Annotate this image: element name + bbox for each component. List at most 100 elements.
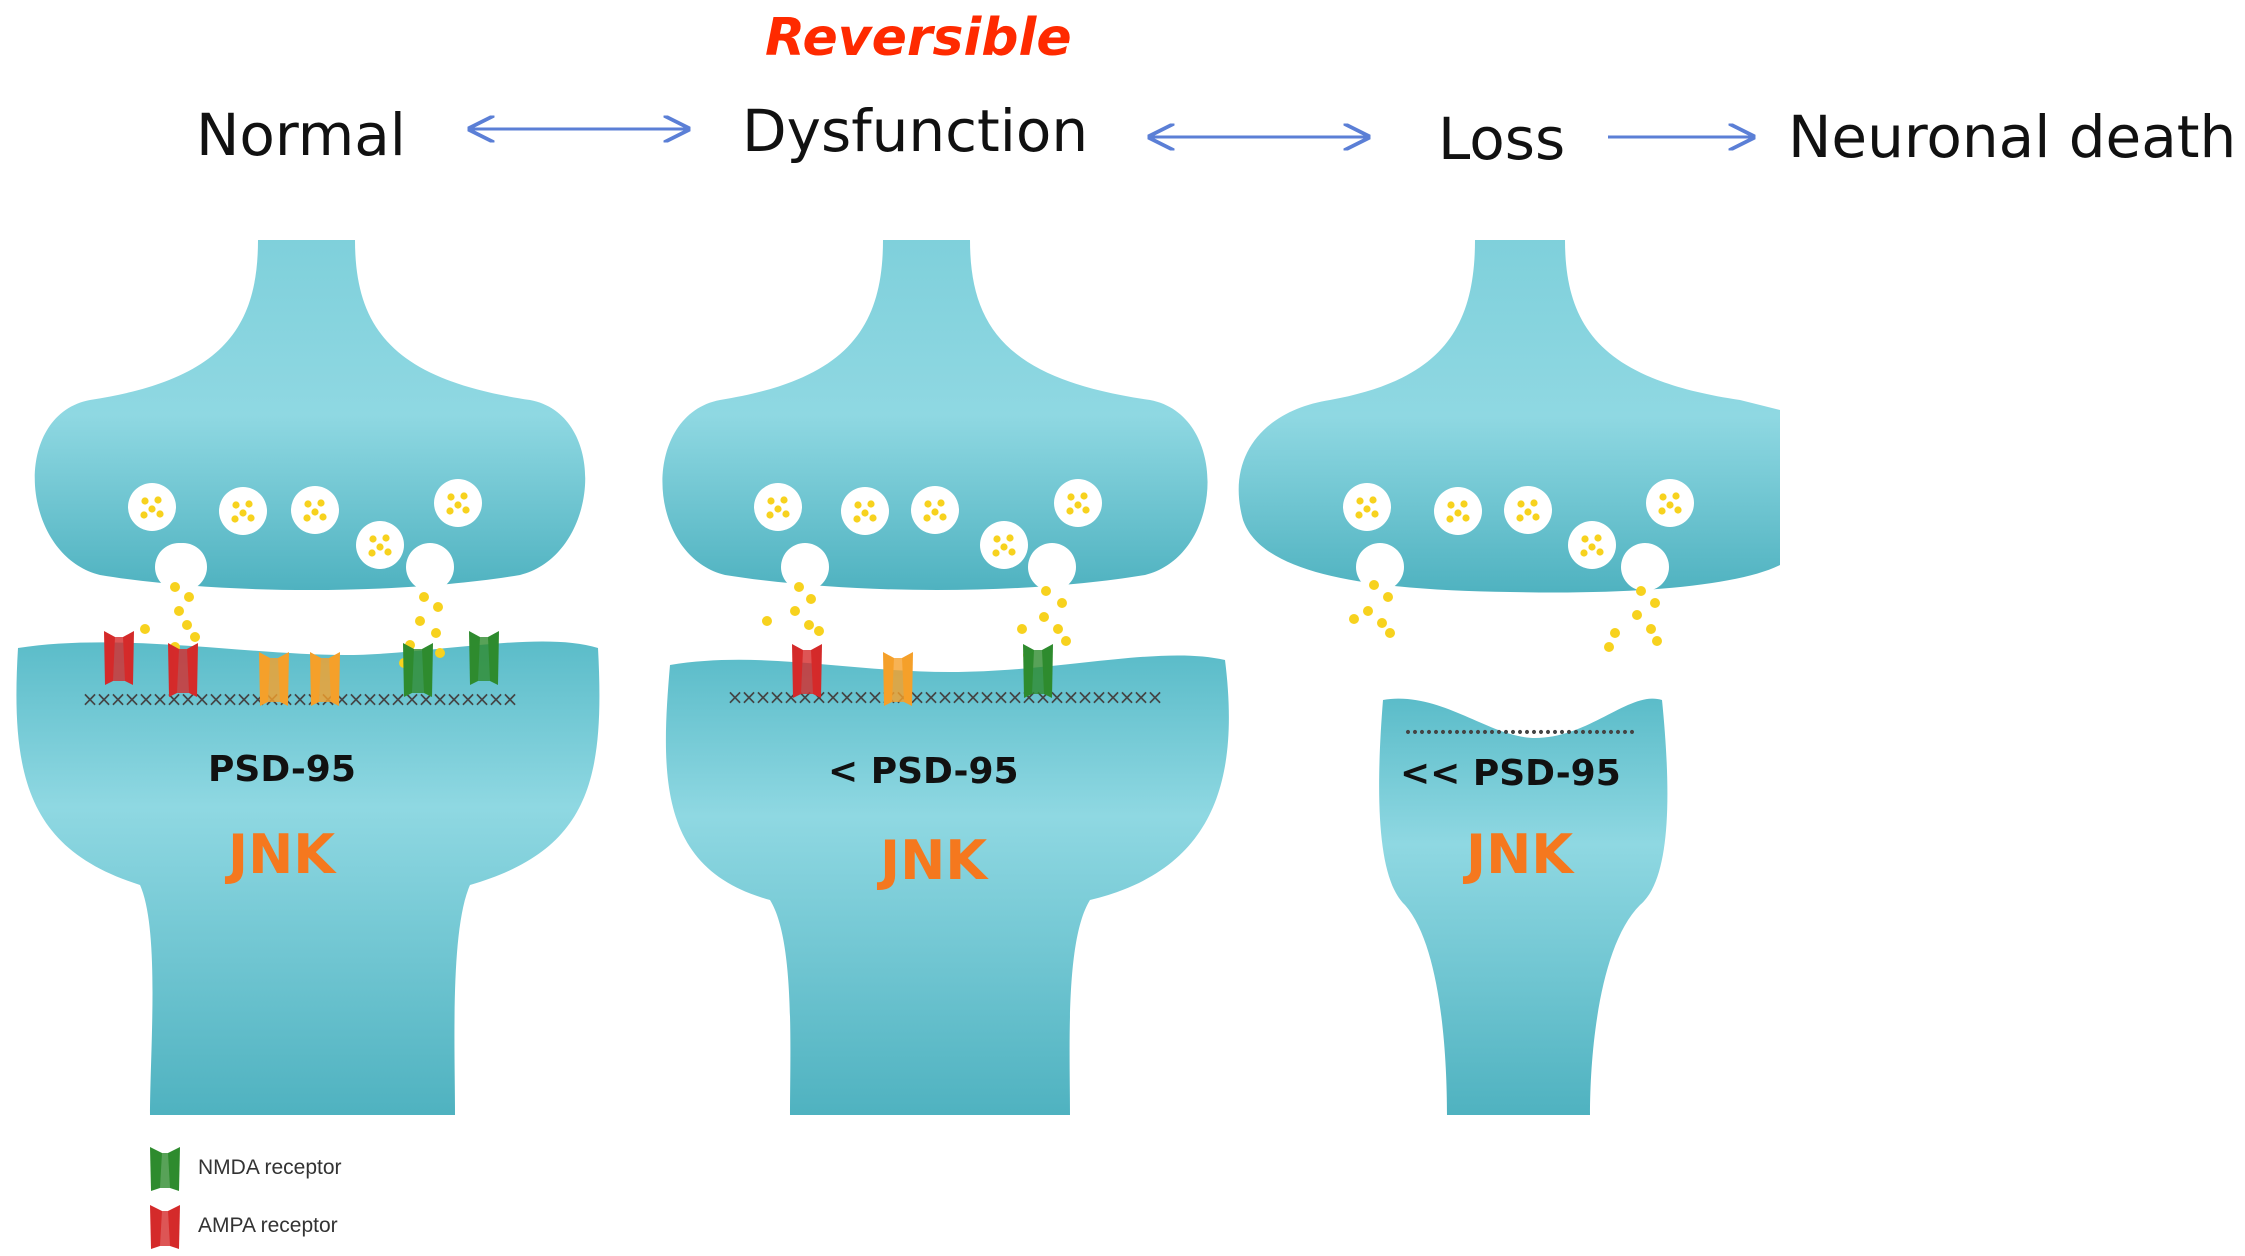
- svg-text:•: •: [1565, 725, 1573, 741]
- legend-label-nmda: NMDA receptor: [198, 1156, 342, 1179]
- svg-text:×: ×: [825, 685, 842, 709]
- svg-text:×: ×: [194, 687, 211, 711]
- svg-text:×: ×: [839, 685, 856, 709]
- svg-text:•: •: [1404, 725, 1412, 741]
- legend-label-ampa: AMPA receptor: [198, 1214, 338, 1237]
- stage-label-neuronal-death: Neuronal death: [1788, 103, 2237, 171]
- svg-text:×: ×: [1077, 685, 1094, 709]
- vesicle: [356, 521, 404, 569]
- svg-text:×: ×: [769, 685, 786, 709]
- postsynaptic-spine: [1379, 698, 1668, 1115]
- svg-text:×: ×: [1049, 685, 1066, 709]
- neurotransmitter: [1369, 580, 1379, 590]
- svg-text:×: ×: [152, 687, 169, 711]
- svg-text:•: •: [1572, 725, 1580, 741]
- psd95-label-dysfunction: < PSD-95: [828, 751, 1019, 792]
- svg-text:•: •: [1495, 725, 1503, 741]
- svg-text:•: •: [1607, 725, 1615, 741]
- vesicle: [219, 487, 267, 535]
- svg-text:•: •: [1453, 725, 1461, 741]
- neurotransmitter: [814, 626, 824, 636]
- released-vesicle: [1017, 543, 1076, 660]
- nmda-receptor: [1023, 644, 1053, 698]
- svg-text:×: ×: [362, 687, 379, 711]
- svg-text:•: •: [1481, 725, 1489, 741]
- neurotransmitter: [1652, 636, 1662, 646]
- vesicle: [128, 483, 176, 531]
- svg-text:×: ×: [1063, 685, 1080, 709]
- stage-label-loss: Loss: [1438, 105, 1566, 173]
- svg-text:×: ×: [432, 687, 449, 711]
- svg-text:×: ×: [110, 687, 127, 711]
- svg-text:•: •: [1516, 725, 1524, 741]
- svg-text:•: •: [1460, 725, 1468, 741]
- svg-text:×: ×: [138, 687, 155, 711]
- neurotransmitter: [1650, 598, 1660, 608]
- ampa-receptor: [104, 631, 134, 685]
- vesicle: [911, 486, 959, 534]
- svg-text:×: ×: [909, 685, 926, 709]
- svg-text:•: •: [1600, 725, 1608, 741]
- svg-text:•: •: [1446, 725, 1454, 741]
- jnk-label-dysfunction: JNK: [880, 829, 988, 892]
- svg-text:×: ×: [993, 685, 1010, 709]
- svg-text:•: •: [1411, 725, 1419, 741]
- svg-text:•: •: [1418, 725, 1426, 741]
- neurotransmitter: [433, 602, 443, 612]
- svg-text:•: •: [1509, 725, 1517, 741]
- presynaptic-terminal: [662, 240, 1208, 590]
- released-vesicle: [762, 543, 829, 636]
- jnk-label-loss: JNK: [1466, 823, 1574, 886]
- svg-text:•: •: [1474, 725, 1482, 741]
- vesicle: [980, 521, 1028, 569]
- svg-text:×: ×: [965, 685, 982, 709]
- svg-text:×: ×: [502, 687, 519, 711]
- other-receptor: [883, 652, 913, 706]
- svg-text:×: ×: [741, 685, 758, 709]
- svg-text:×: ×: [96, 687, 113, 711]
- synapse-details: ××××××××××××××××××××××××××××××××××××××××…: [82, 479, 1694, 1249]
- released-vesicle: [1604, 543, 1669, 652]
- svg-text:×: ×: [460, 687, 477, 711]
- neurotransmitter: [1017, 624, 1027, 634]
- svg-text:•: •: [1425, 725, 1433, 741]
- neurotransmitter: [1039, 612, 1049, 622]
- vesicle: [291, 486, 339, 534]
- svg-text:×: ×: [979, 685, 996, 709]
- released-vesicle: [399, 543, 454, 668]
- neurotransmitter: [806, 594, 816, 604]
- svg-text:×: ×: [937, 685, 954, 709]
- neurotransmitter: [1385, 628, 1395, 638]
- synapse-panel-dysfunction: [662, 240, 1229, 1115]
- svg-text:×: ×: [124, 687, 141, 711]
- neurotransmitter: [762, 616, 772, 626]
- svg-text:×: ×: [488, 687, 505, 711]
- svg-text:×: ×: [446, 687, 463, 711]
- vesicle: [1646, 479, 1694, 527]
- presynaptic-terminal: [34, 240, 586, 590]
- neurotransmitter: [184, 592, 194, 602]
- stage-label-dysfunction: Dysfunction: [742, 97, 1089, 165]
- presynaptic-terminal: [1238, 240, 1780, 593]
- svg-text:•: •: [1523, 725, 1531, 741]
- nmda-receptor-icon: [150, 1147, 180, 1191]
- jnk-label-normal: JNK: [228, 823, 336, 886]
- svg-text:×: ×: [208, 687, 225, 711]
- synapse-panel-normal: [16, 240, 600, 1115]
- neurotransmitter: [1377, 618, 1387, 628]
- svg-text:×: ×: [951, 685, 968, 709]
- postsynaptic-spine: [16, 641, 600, 1115]
- svg-text:•: •: [1432, 725, 1440, 741]
- svg-text:•: •: [1558, 725, 1566, 741]
- neurotransmitter: [174, 606, 184, 616]
- svg-text:×: ×: [1105, 685, 1122, 709]
- vesicle: [1504, 486, 1552, 534]
- svg-text:•: •: [1502, 725, 1510, 741]
- svg-text:×: ×: [348, 687, 365, 711]
- svg-text:•: •: [1467, 725, 1475, 741]
- svg-text:•: •: [1488, 725, 1496, 741]
- psd95-scaffold-loss: •••••••••••••••••••••••••••••••••: [1404, 725, 1636, 741]
- vesicle: [754, 483, 802, 531]
- svg-text:•: •: [1621, 725, 1629, 741]
